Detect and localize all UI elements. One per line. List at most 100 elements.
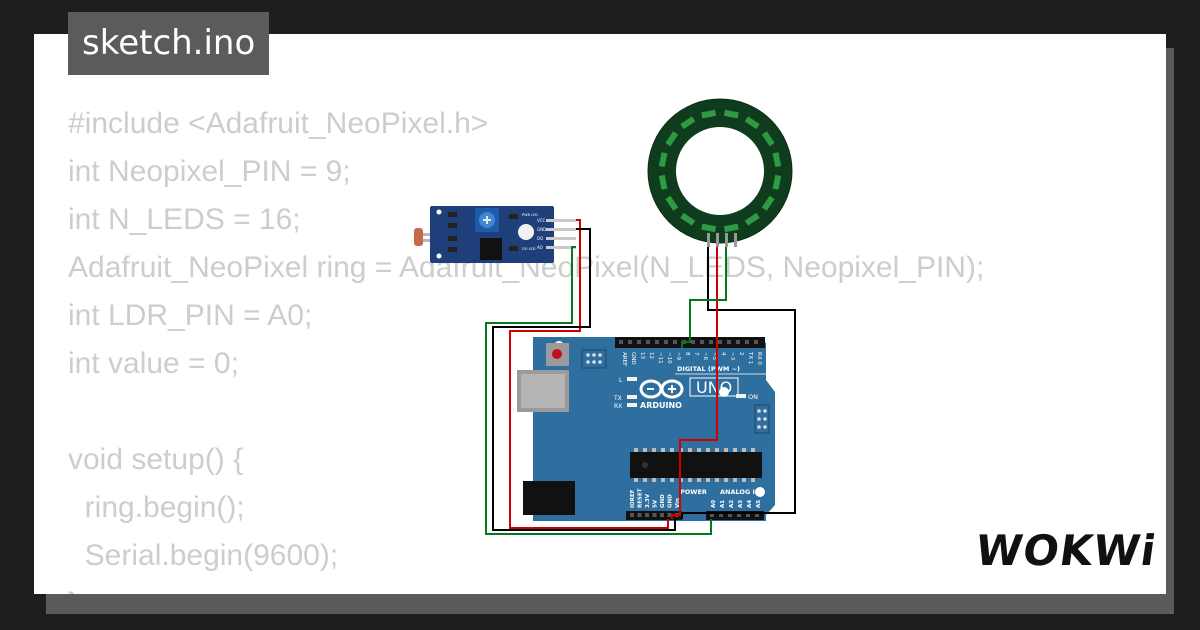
- digital-pin-hole: [700, 340, 704, 344]
- code-line: void setup() {: [68, 443, 244, 476]
- chip-pin: [634, 448, 638, 452]
- digital-pin-label: ~3: [729, 352, 735, 361]
- neopixel-ring[interactable]: [647, 98, 793, 247]
- chip-pin: [742, 478, 746, 482]
- wokwi-logo: WOKWi: [972, 526, 1160, 575]
- chip-pin: [706, 448, 710, 452]
- atmega-chip: [630, 448, 762, 482]
- power-pin-label: 5V: [653, 499, 659, 508]
- file-title: sketch.ino: [68, 12, 270, 75]
- analog-pin-label: A0: [711, 500, 717, 508]
- digital-pin-hole: [646, 340, 650, 344]
- led-label-tx: TX: [613, 395, 622, 402]
- chip-pin: [661, 478, 665, 482]
- chip-pin: [724, 448, 728, 452]
- code-line: #include <Adafruit_NeoPixel.h>: [68, 107, 489, 140]
- digital-pin-label: 2: [738, 352, 744, 356]
- chip-pin: [724, 478, 728, 482]
- code-line: ring.begin();: [68, 491, 245, 524]
- wires: [485, 219, 796, 535]
- neopixel-led: [772, 152, 782, 168]
- status-led: [518, 224, 534, 240]
- digital-pin-hole: [619, 340, 623, 344]
- pin-label-do: DO: [537, 236, 543, 241]
- digital-pin-label: ~11: [657, 352, 663, 364]
- photoresistor: [414, 228, 423, 246]
- code-line: int Neopixel_PIN = 9;: [68, 155, 351, 188]
- digital-pin-label: AREF: [621, 352, 627, 366]
- code-line: }: [68, 580, 984, 594]
- analog-label: ANALOG IN: [720, 488, 760, 496]
- wire-ring-vcc: [671, 247, 718, 519]
- power-pin-hole: [652, 513, 657, 517]
- analog-pin-label: A2: [729, 500, 735, 508]
- wire-ldr-ao: [485, 246, 712, 535]
- neopixel-led: [723, 109, 739, 119]
- ldr-sensor-module[interactable]: VCC GND DO AO PWR LED DO LED: [414, 206, 576, 263]
- analog-header: [706, 511, 764, 520]
- code-listing: #include <Adafruit_NeoPixel.h> int Neopi…: [68, 100, 984, 594]
- power-pin-label: IOREF: [630, 489, 636, 508]
- power-pin-hole: [637, 513, 642, 517]
- digital-pin-label: 4: [720, 352, 726, 356]
- power-pin-label: Vin: [675, 498, 681, 508]
- power-pin-label: GND: [668, 494, 674, 508]
- chip-pin: [634, 478, 638, 482]
- digital-pin-hole: [664, 340, 668, 344]
- digital-pin-hole: [655, 340, 659, 344]
- wire-ldr-gnd: [492, 228, 676, 531]
- chip-pin: [661, 448, 665, 452]
- digital-pin-label: GND: [630, 352, 636, 365]
- power-pin-hole: [630, 513, 634, 517]
- chip-pin: [697, 448, 701, 452]
- chip-pin: [742, 448, 746, 452]
- neopixel-led: [744, 212, 760, 226]
- digital-pin-label: 7: [693, 352, 699, 356]
- wire-ring-din: [681, 247, 727, 348]
- power-pin-label: 3.3V: [645, 493, 651, 508]
- analog-pin-label: A1: [720, 500, 726, 508]
- digital-pin-hole: [736, 340, 740, 344]
- neopixel-led: [723, 223, 739, 233]
- chip-pin: [643, 448, 647, 452]
- pin-label-vcc: VCC: [537, 218, 546, 223]
- neopixel-led: [680, 212, 696, 226]
- chip-pin: [715, 478, 719, 482]
- analog-pin-label: A5: [756, 500, 762, 508]
- board-model: UNO: [696, 378, 732, 397]
- digital-pin-hole: [718, 340, 722, 344]
- digital-pin-hole: [745, 340, 749, 344]
- preview-card: #include <Adafruit_NeoPixel.h> int Neopi…: [34, 34, 1166, 594]
- chip-pin: [715, 448, 719, 452]
- neopixel-led: [761, 131, 775, 147]
- neopixel-led: [658, 152, 668, 168]
- power-pin-label: RESET: [638, 488, 644, 508]
- analog-pin-label: A3: [738, 500, 744, 508]
- digital-pin-hole: [673, 340, 677, 344]
- do-led-label: DO LED: [522, 247, 536, 251]
- digital-pin-hole: [637, 340, 641, 344]
- neopixel-led: [665, 131, 679, 147]
- neopixel-led: [658, 174, 668, 190]
- neopixel-led: [761, 195, 775, 211]
- code-line: int N_LEDS = 16;: [68, 203, 301, 236]
- digital-pin-label: 12: [648, 352, 654, 359]
- digital-pin-label: ~10: [666, 352, 672, 364]
- code-line: int LDR_PIN = A0;: [68, 299, 313, 332]
- chip-pin: [733, 478, 737, 482]
- chip-pin: [643, 478, 647, 482]
- neopixel-led: [701, 223, 717, 233]
- power-jack: [523, 481, 575, 515]
- pwr-led-label: PWR LED: [522, 213, 538, 217]
- digital-label: DIGITAL (PWM ~): [677, 365, 740, 373]
- chip-pin: [706, 478, 710, 482]
- arduino-logo: [639, 379, 684, 399]
- chip-pin: [697, 478, 701, 482]
- chip-pin: [688, 448, 692, 452]
- board-brand: ARDUINO: [640, 401, 682, 410]
- wire-ldr-vcc: [509, 219, 669, 529]
- led-label-rx: RX: [614, 403, 622, 410]
- digital-pin-label: 8: [684, 352, 690, 356]
- neopixel-led: [701, 109, 717, 119]
